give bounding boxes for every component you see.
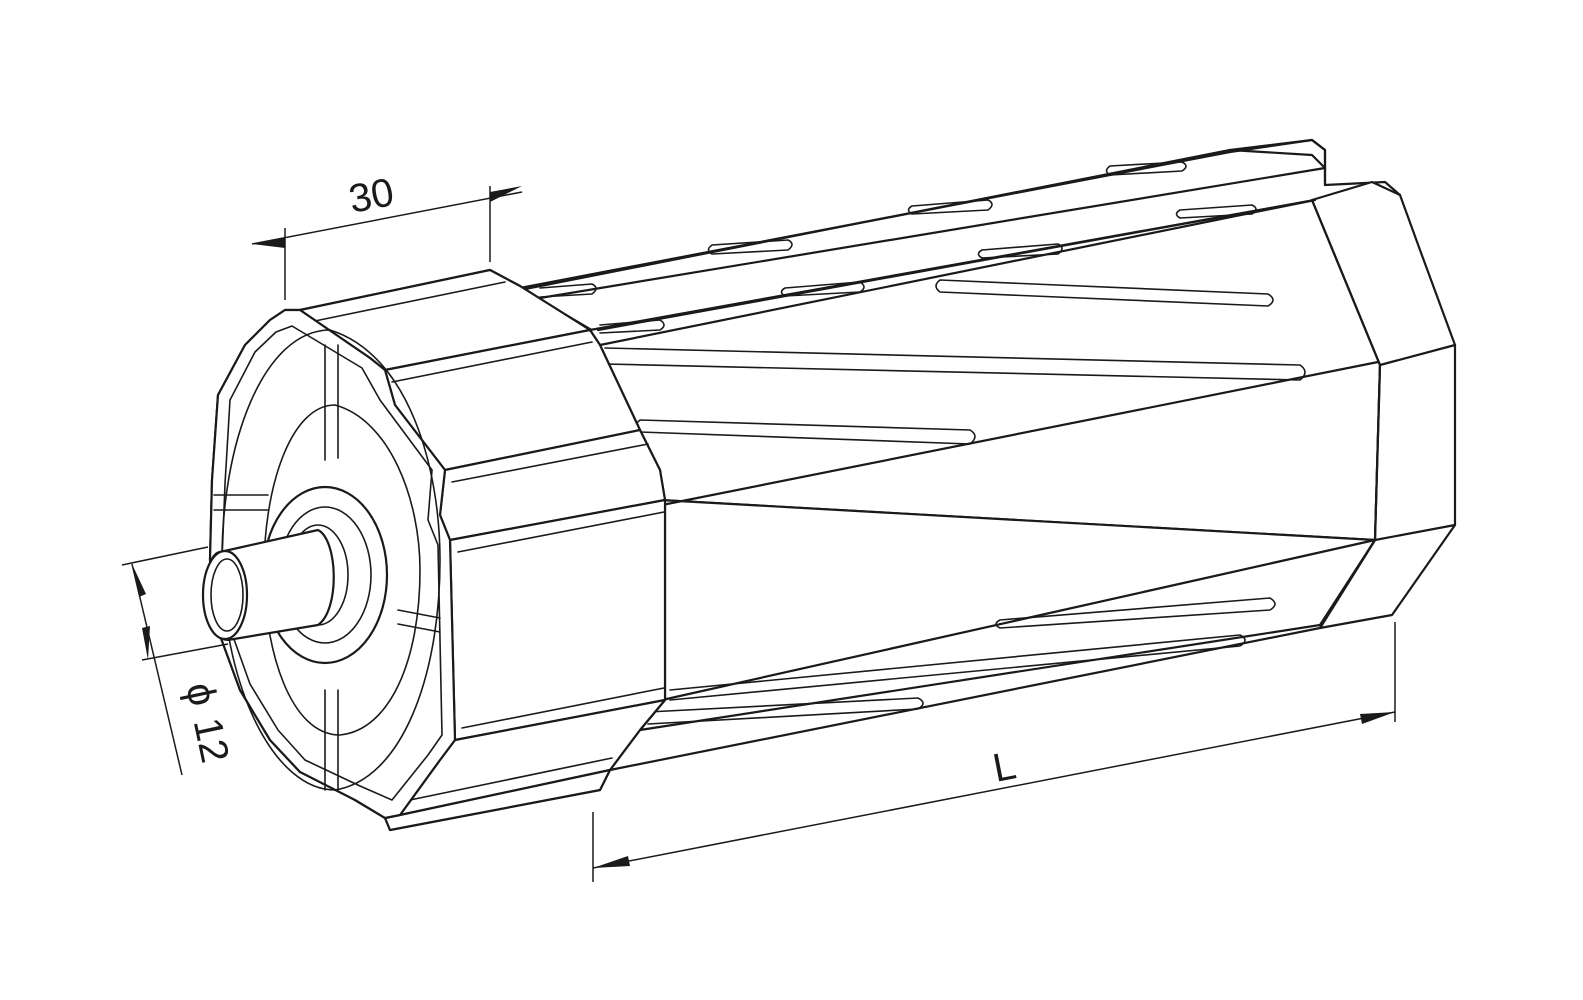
- tube-edge-top: [596, 198, 1317, 332]
- dimension-width: 30: [251, 170, 523, 300]
- dim-length-arrow-left: [593, 856, 630, 868]
- dim-length-line: [592, 711, 1396, 869]
- cap-ring-outer: [221, 329, 441, 791]
- tube-lower-face: [638, 498, 1377, 732]
- cap-band-line: [451, 443, 649, 483]
- slot: [780, 281, 865, 297]
- dim-width-line: [251, 191, 523, 245]
- cap-band-line: [409, 757, 613, 801]
- groove: [647, 697, 924, 725]
- cap-band-line: [391, 341, 593, 383]
- tube-edge-mid: [660, 360, 1380, 507]
- dim-dia-arrow-top: [132, 564, 146, 597]
- tube-rear-top: [518, 138, 1327, 292]
- dim-dia-line: [131, 563, 183, 776]
- cap-spoke-bottom: [324, 689, 339, 791]
- groove: [669, 634, 1246, 701]
- octagonal-tube-body: [518, 138, 1457, 772]
- cap-spoke-left: [213, 494, 269, 511]
- dim-dia-label: 12: [185, 714, 237, 767]
- slot: [1175, 204, 1257, 219]
- tube-edge-bottom: [608, 626, 1322, 772]
- dim-length-label: L: [989, 743, 1019, 790]
- groove: [935, 279, 1274, 307]
- cap-band-main: [448, 498, 667, 742]
- axle-pin-end: [201, 549, 249, 641]
- cap-spoke-right: [397, 609, 441, 633]
- slot: [539, 283, 597, 298]
- dim-dia-arrow-bottom: [142, 626, 150, 660]
- dim-width-label: 30: [345, 170, 397, 222]
- dim-dia-label-group: ϕ 12: [177, 679, 237, 767]
- slot: [599, 319, 665, 334]
- cap-ring-inner: [263, 404, 421, 736]
- tube-end-edge-3: [1373, 523, 1457, 542]
- cap-spoke-top: [324, 344, 339, 461]
- tube-grooves: [539, 161, 1306, 725]
- slot: [907, 199, 993, 215]
- dim-dia-ext-top: [121, 546, 209, 566]
- dimension-diameter: ϕ 12: [121, 546, 237, 776]
- cap-band-line: [457, 511, 665, 553]
- end-cap: [201, 268, 667, 832]
- dim-dia-symbol: ϕ: [177, 679, 225, 710]
- groove: [995, 597, 1276, 629]
- dim-width-arrow-left: [252, 238, 285, 248]
- cap-band-line: [461, 687, 665, 729]
- dim-length-arrow-right: [1360, 712, 1395, 724]
- dim-width-arrow-right: [490, 186, 522, 202]
- slot: [707, 239, 793, 255]
- tube-rear-top-3: [1228, 148, 1327, 170]
- tube-end-edge-1: [1310, 198, 1382, 630]
- tube-end-edge-2: [1378, 343, 1457, 367]
- tube-rear-top-2: [538, 166, 1327, 300]
- dim-dia-ext-bottom: [141, 643, 229, 661]
- groove: [604, 347, 1306, 381]
- cap-band-line: [309, 281, 506, 323]
- dimension-length: L: [592, 622, 1396, 882]
- slot: [977, 243, 1063, 259]
- axle-pin-chamfer: [210, 558, 244, 632]
- tube-edge-low: [660, 538, 1377, 702]
- slot: [1105, 161, 1187, 176]
